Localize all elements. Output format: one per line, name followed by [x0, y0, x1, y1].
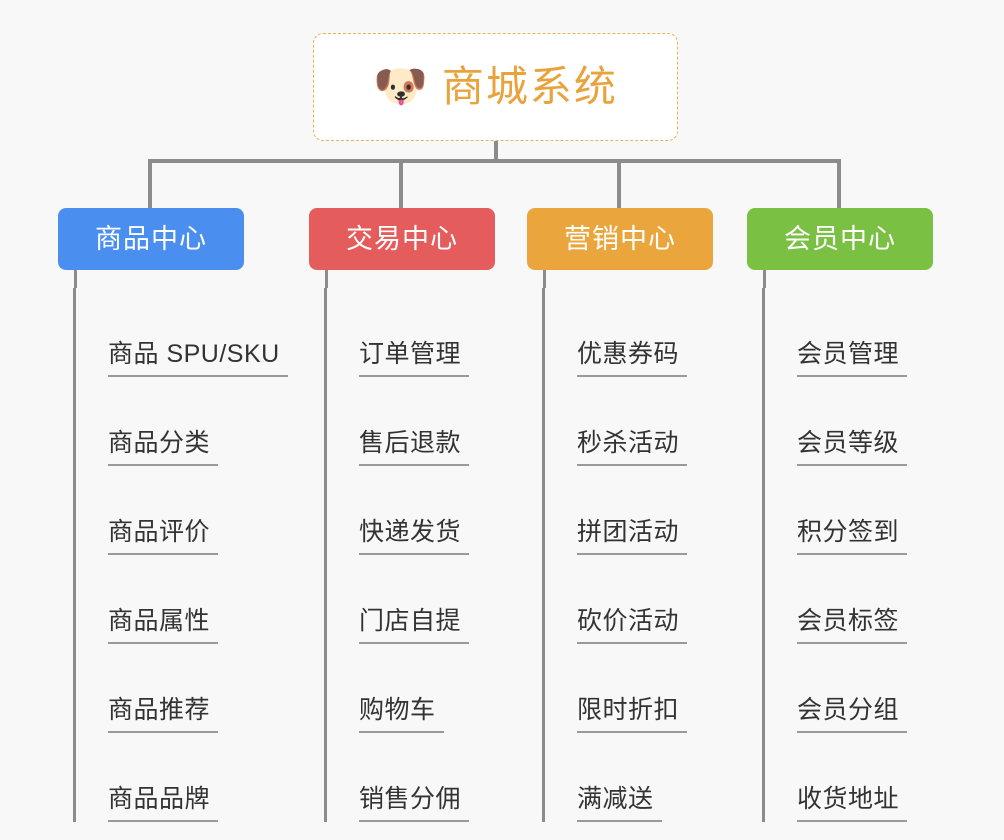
connector-drop-category-4 [837, 159, 841, 209]
category-header-trade-center[interactable]: 交易中心 [309, 208, 495, 270]
list-item-label: 优惠券码 [577, 340, 688, 377]
list-item[interactable]: 商品品牌 [76, 733, 288, 822]
list-item[interactable]: 满减送 [545, 733, 687, 822]
list-item[interactable]: 商品推荐 [76, 644, 288, 733]
list-item[interactable]: 优惠券码 [545, 288, 688, 377]
list-item[interactable]: 购物车 [327, 644, 469, 733]
shiba-dog-face-icon: 🐶 [373, 62, 428, 111]
list-item[interactable]: 积分签到 [765, 466, 908, 555]
category-column-1: 商品中心 [58, 208, 244, 270]
list-item[interactable]: 商品属性 [76, 555, 288, 644]
list-item[interactable]: 拼团活动 [545, 466, 688, 555]
connector-stub-category-3 [543, 270, 546, 288]
list-item-label: 商品品牌 [108, 785, 219, 822]
list-item-label: 会员分组 [797, 696, 908, 733]
list-item-label: 满减送 [577, 785, 662, 822]
connector-horizontal-bus [148, 159, 841, 163]
category-header-marketing-center[interactable]: 营销中心 [527, 208, 713, 270]
item-list-marketing-center: 优惠券码 秒杀活动 拼团活动 砍价活动 限时折扣 满减送 [542, 288, 688, 822]
list-item-label: 会员等级 [797, 429, 908, 466]
list-item-label: 商品推荐 [108, 696, 219, 733]
list-item-label: 商品评价 [108, 518, 219, 555]
connector-drop-category-2 [399, 159, 403, 209]
item-list-trade-center: 订单管理 售后退款 快递发货 门店自提 购物车 销售分佣 [324, 288, 470, 822]
list-item[interactable]: 收货地址 [765, 733, 908, 822]
list-item[interactable]: 售后退款 [327, 377, 470, 466]
list-item-label: 订单管理 [359, 340, 470, 377]
list-item[interactable]: 秒杀活动 [545, 377, 688, 466]
list-item[interactable]: 商品评价 [76, 466, 288, 555]
connector-root-stem [494, 141, 498, 163]
list-item-label: 积分签到 [797, 518, 908, 555]
item-list-member-center: 会员管理 会员等级 积分签到 会员标签 会员分组 收货地址 [762, 288, 908, 822]
list-item[interactable]: 订单管理 [327, 288, 470, 377]
list-item[interactable]: 销售分佣 [327, 733, 470, 822]
category-column-3: 营销中心 [527, 208, 713, 270]
list-item-label: 限时折扣 [577, 696, 688, 733]
list-item[interactable]: 商品分类 [76, 377, 288, 466]
list-item-label: 会员标签 [797, 607, 908, 644]
list-item-label: 收货地址 [797, 785, 908, 822]
category-column-2: 交易中心 [309, 208, 495, 270]
category-header-product-center[interactable]: 商品中心 [58, 208, 244, 270]
list-item-label: 销售分佣 [359, 785, 470, 822]
list-item[interactable]: 会员标签 [765, 555, 908, 644]
connector-drop-category-3 [617, 159, 621, 209]
list-item[interactable]: 会员管理 [765, 288, 908, 377]
list-item[interactable]: 快递发货 [327, 466, 470, 555]
list-item-label: 门店自提 [359, 607, 470, 644]
list-item-label: 商品 SPU/SKU [108, 340, 288, 377]
list-item-label: 砍价活动 [577, 607, 688, 644]
list-item[interactable]: 门店自提 [327, 555, 470, 644]
list-item-label: 售后退款 [359, 429, 470, 466]
list-item[interactable]: 会员等级 [765, 377, 908, 466]
list-item[interactable]: 会员分组 [765, 644, 908, 733]
connector-stub-category-4 [763, 270, 766, 288]
list-item-label: 拼团活动 [577, 518, 688, 555]
category-header-member-center[interactable]: 会员中心 [747, 208, 933, 270]
connector-drop-category-1 [148, 159, 152, 209]
list-item-label: 商品分类 [108, 429, 219, 466]
category-column-4: 会员中心 [747, 208, 933, 270]
list-item[interactable]: 砍价活动 [545, 555, 688, 644]
list-item[interactable]: 限时折扣 [545, 644, 688, 733]
item-list-product-center: 商品 SPU/SKU 商品分类 商品评价 商品属性 商品推荐 商品品牌 [73, 288, 288, 822]
connector-stub-category-2 [325, 270, 328, 288]
list-item-label: 购物车 [359, 696, 444, 733]
list-item-label: 商品属性 [108, 607, 219, 644]
list-item[interactable]: 商品 SPU/SKU [76, 288, 288, 377]
root-title: 商城系统 [441, 63, 618, 110]
connector-stub-category-1 [74, 270, 77, 288]
list-item-label: 快递发货 [359, 518, 470, 555]
list-item-label: 秒杀活动 [577, 429, 688, 466]
list-item-label: 会员管理 [797, 340, 908, 377]
root-node[interactable]: 🐶 商城系统 [313, 33, 678, 141]
